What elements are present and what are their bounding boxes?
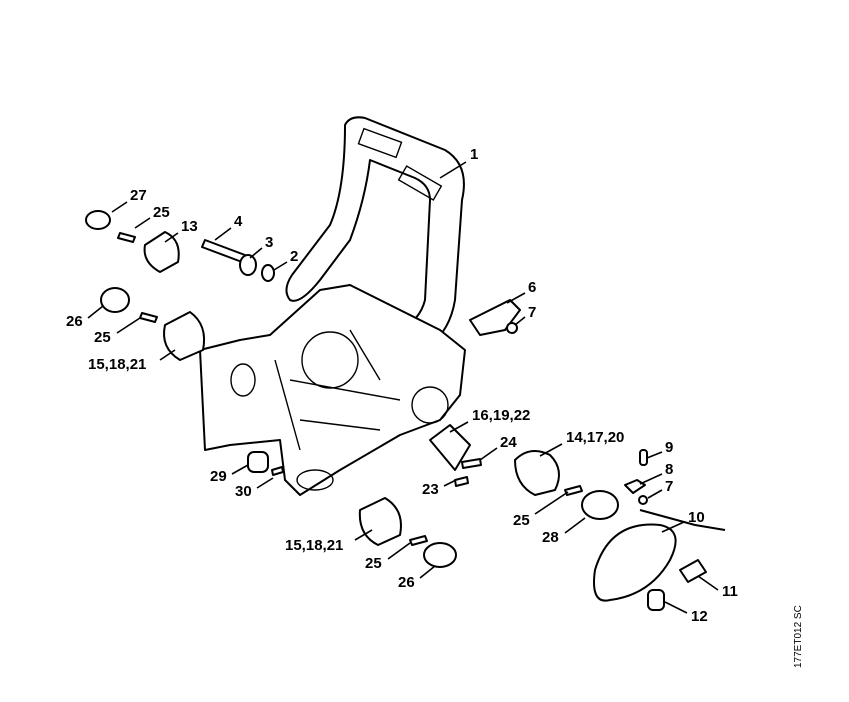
screw-part bbox=[461, 458, 482, 469]
callout-13: 13 bbox=[181, 218, 198, 235]
washer-part bbox=[638, 495, 648, 505]
spring-part bbox=[679, 559, 707, 583]
cap-part bbox=[581, 490, 619, 520]
screw-part bbox=[201, 239, 246, 263]
sleeve-part bbox=[647, 589, 665, 611]
screw-part bbox=[454, 476, 469, 487]
brake-band-part bbox=[593, 523, 677, 602]
buffer-part bbox=[143, 231, 180, 273]
buffer-part bbox=[163, 311, 206, 361]
drawing-code: 177ET012 SC bbox=[793, 605, 804, 668]
callout-25: 25 bbox=[365, 555, 382, 572]
callout-30: 30 bbox=[235, 483, 252, 500]
buffer-part bbox=[247, 451, 269, 473]
callout-25: 25 bbox=[94, 329, 111, 346]
callout-9: 9 bbox=[665, 439, 674, 456]
washer-part bbox=[423, 542, 457, 568]
screw-part bbox=[409, 535, 428, 546]
screw-part bbox=[139, 312, 158, 323]
washer-part bbox=[100, 287, 130, 313]
callout-14-17-20: 14,17,20 bbox=[566, 429, 625, 446]
buffer-part bbox=[514, 450, 560, 496]
callout-7: 7 bbox=[665, 478, 674, 495]
callout-16-19-22: 16,19,22 bbox=[472, 407, 531, 424]
callout-27: 27 bbox=[130, 187, 147, 204]
callout-26: 26 bbox=[66, 313, 83, 330]
handlebar-slot bbox=[397, 165, 443, 201]
callout-7: 7 bbox=[528, 304, 537, 321]
callout-4: 4 bbox=[234, 213, 243, 230]
callout-25: 25 bbox=[513, 512, 530, 529]
callout-12: 12 bbox=[691, 608, 708, 625]
cylinder-bore bbox=[301, 331, 359, 389]
buffer-part bbox=[358, 497, 402, 546]
callout-8: 8 bbox=[665, 461, 674, 478]
callout-2: 2 bbox=[290, 248, 299, 265]
callout-28: 28 bbox=[542, 529, 559, 546]
callout-3: 3 bbox=[265, 234, 274, 251]
screw-part bbox=[271, 466, 284, 476]
callout-26: 26 bbox=[398, 574, 415, 591]
callout-11: 11 bbox=[722, 583, 738, 600]
lever-part bbox=[624, 479, 646, 494]
callout-29: 29 bbox=[210, 468, 227, 485]
callout-6: 6 bbox=[528, 279, 537, 296]
callout-24: 24 bbox=[500, 434, 517, 451]
callout-25: 25 bbox=[153, 204, 170, 221]
callout-15-18-21: 15,18,21 bbox=[88, 356, 147, 373]
washer-part bbox=[85, 210, 111, 230]
bearing-seat bbox=[230, 363, 256, 397]
screw-part bbox=[117, 232, 136, 243]
spring-part bbox=[239, 254, 257, 276]
callout-1: 1 bbox=[470, 146, 479, 163]
bracket-part bbox=[429, 424, 471, 471]
callout-15-18-21: 15,18,21 bbox=[285, 537, 344, 554]
handlebar-slot bbox=[357, 127, 403, 159]
washer-part bbox=[261, 264, 275, 282]
crankcase-part bbox=[199, 284, 466, 496]
bearing-seat bbox=[411, 386, 449, 424]
callout-23: 23 bbox=[422, 481, 439, 498]
callout-10: 10 bbox=[688, 509, 705, 526]
screw-part bbox=[564, 485, 583, 496]
leader-lines bbox=[87, 161, 719, 614]
washer-part bbox=[506, 322, 518, 334]
pin-part bbox=[639, 449, 648, 466]
